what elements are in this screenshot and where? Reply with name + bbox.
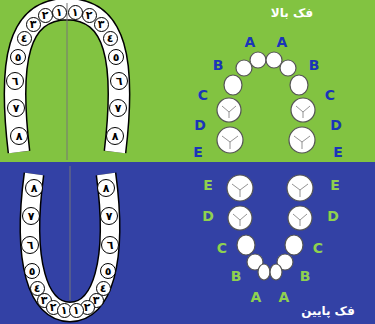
lower-ground	[0, 162, 375, 324]
tooth-digit: ٥	[113, 52, 120, 63]
tooth-number: ٥	[100, 263, 116, 279]
tooth-digit: ٧	[115, 103, 122, 114]
tooth-number: ١	[69, 303, 84, 318]
tooth-digit: ٤	[21, 33, 28, 44]
tooth-number: ١	[52, 5, 67, 20]
tooth-letter: E	[193, 145, 203, 159]
tooth-letter: C	[313, 241, 323, 255]
tooth-digit: ٨	[103, 183, 110, 194]
tooth-digit: ٤	[107, 33, 114, 44]
tooth-number: ١	[68, 5, 83, 20]
tooth-number: ٧	[7, 99, 25, 117]
tooth-letter: E	[333, 145, 343, 159]
tooth-number: ٧	[109, 99, 127, 117]
tooth-digit: ٧	[13, 103, 20, 114]
tooth-digit: ٣	[30, 19, 37, 30]
tooth-digit: ١	[56, 7, 63, 18]
tooth-letter: E	[203, 178, 213, 192]
midline	[70, 166, 71, 300]
tooth-digit: ٥	[105, 266, 112, 277]
tooth-digit: ٦	[107, 240, 114, 251]
primary-upper-teeth	[217, 52, 315, 153]
primary-lower-teeth	[227, 175, 313, 280]
tooth-digit: ٦	[116, 76, 123, 87]
tooth-digit: ١	[73, 305, 80, 316]
tooth-number: ٦	[101, 236, 119, 254]
tooth-number: ٤	[17, 31, 32, 46]
tooth-digit: ٤	[100, 283, 107, 294]
tooth-digit: ٢	[50, 302, 57, 313]
midline	[67, 3, 68, 160]
tooth-number: ٣	[26, 17, 41, 32]
tooth-digit: ٣	[98, 19, 105, 30]
upper-ground	[0, 0, 375, 162]
tooth-number: ٦	[6, 72, 24, 90]
tooth-number: ٨	[106, 127, 124, 145]
tooth-number: ٥	[10, 49, 26, 65]
tooth-letter: B	[300, 269, 311, 283]
tooth-digit: ٨	[112, 131, 119, 142]
tooth-digit: ٧	[106, 211, 113, 222]
tooth-digit: ٦	[27, 240, 34, 251]
jaw-label: فک پایین	[301, 305, 355, 317]
tooth-number: ٦	[110, 72, 128, 90]
tooth-letter: B	[213, 58, 224, 72]
tooth-digit: ١	[72, 7, 79, 18]
tooth-number: ٥	[24, 263, 40, 279]
tooth-number: ٦	[21, 236, 39, 254]
tooth-letter: B	[231, 269, 242, 283]
tooth-digit: ٤	[34, 283, 41, 294]
tooth-letter: D	[327, 209, 339, 223]
tooth-letter: C	[217, 241, 227, 255]
tooth-number: ٨	[97, 179, 115, 197]
tooth-number: ٧	[22, 207, 40, 225]
tooth-letter: D	[194, 118, 206, 132]
tooth-number: ٨	[25, 179, 43, 197]
tooth-number: ٨	[10, 127, 28, 145]
molar-grooves	[232, 184, 308, 226]
tooth-letter: A	[245, 35, 256, 49]
tooth-digit: ٢	[42, 10, 49, 21]
tooth-letter: C	[325, 88, 335, 102]
tooth-digit: ٥	[15, 52, 22, 63]
tooth-letter: E	[330, 178, 340, 192]
tooth-letter: C	[198, 88, 208, 102]
molar-grooves	[222, 106, 310, 149]
tooth-digit: ٨	[31, 183, 38, 194]
tooth-letter: A	[251, 290, 262, 304]
tooth-digit: ٢	[84, 302, 91, 313]
tooth-digit: ٦	[12, 76, 19, 87]
tooth-letter: A	[279, 290, 290, 304]
tooth-digit: ٨	[16, 131, 23, 142]
tooth-letter: D	[330, 118, 342, 132]
tooth-number: ٤	[103, 31, 118, 46]
tooth-number: ٧	[100, 207, 118, 225]
tooth-letter: A	[277, 35, 288, 49]
tooth-digit: ٧	[28, 211, 35, 222]
tooth-letter: D	[202, 209, 214, 223]
tooth-letter: B	[309, 58, 320, 72]
jaw-label: فک بالا	[271, 7, 313, 19]
tooth-digit: ٢	[86, 10, 93, 21]
tooth-digit: ١	[61, 305, 68, 316]
tooth-number: ٥	[108, 49, 124, 65]
tooth-number: ٣	[94, 17, 109, 32]
tooth-digit: ٥	[29, 266, 36, 277]
